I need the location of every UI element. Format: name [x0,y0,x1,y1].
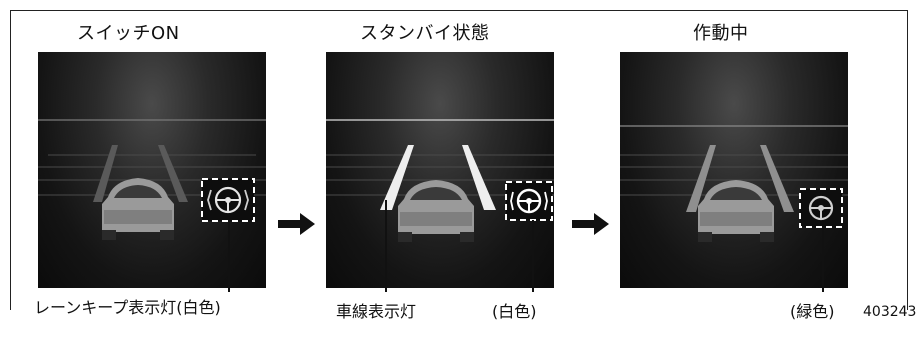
panel-title-standby: スタンバイ状態 [360,23,490,44]
label-lane-line-indicator: 車線表示灯 [336,302,417,321]
lane-keep-indicator-icon [505,181,553,221]
display-panel-switch-on [38,52,266,288]
lane-line-right-lit [462,145,496,210]
right-arrow-icon [572,213,609,235]
car-rear-icon [398,180,474,242]
car-rear-icon [698,180,774,242]
lane-line-left-lit [380,145,414,210]
panel-title-active: 作動中 [693,23,749,44]
display-scene [38,119,266,240]
label-white: (白色) [492,302,537,321]
label-green: (緑色) [790,302,835,321]
right-arrow-icon [278,213,315,235]
callout-line [228,220,230,292]
label-lane-keep-indicator-white: レーンキープ表示灯(白色) [34,298,221,317]
display-scene [620,125,848,242]
lane-keep-indicator-icon [799,188,843,228]
figure-frame [10,10,908,310]
panel-title-switch-on: スイッチON [77,23,180,44]
display-scene [326,119,554,242]
callout-line [385,200,387,292]
lane-keep-indicator-icon [201,178,255,222]
lane-line-right [158,145,188,202]
lane-line-left [93,145,118,202]
callout-line [822,228,824,292]
figure-id: 403243 [863,304,917,320]
lane-line-left [686,145,716,212]
display-panel-active [620,52,848,288]
callout-line [532,220,534,292]
lane-line-right [760,145,794,212]
display-panel-standby [326,52,554,288]
car-rear-icon [102,178,174,240]
